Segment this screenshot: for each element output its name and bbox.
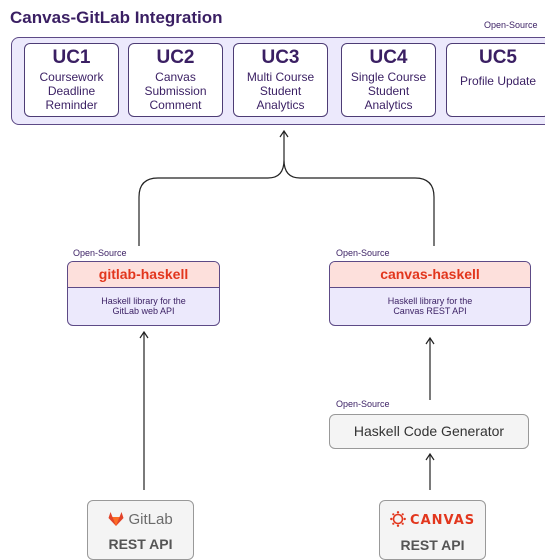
arrow-head-up <box>139 330 149 339</box>
use-case-text: Multi Course Student Analytics <box>246 70 315 112</box>
use-case-text: Single Course Student Analytics <box>350 70 427 112</box>
diagram-title: Canvas-GitLab Integration <box>10 8 223 27</box>
bracket-connector <box>138 159 435 246</box>
rest-api-label: REST API <box>108 536 173 552</box>
desc-line: Haskell library for the <box>387 296 473 306</box>
rest-api-label: REST API <box>400 537 465 553</box>
use-case-uc3: UC3 Multi Course Student Analytics <box>233 43 328 117</box>
use-case-text: Canvas Submission Comment <box>144 70 207 112</box>
desc-line: GitLab web API <box>112 306 175 316</box>
arrow-head-up <box>279 129 289 138</box>
gitlab-haskell-box: gitlab-haskell Haskell library for the G… <box>67 261 220 326</box>
library-name: canvas-haskell <box>330 262 530 288</box>
gitlab-brand: GitLab <box>88 511 193 529</box>
open-source-tag-generator: Open-Source <box>336 399 390 409</box>
use-case-id: UC3 <box>261 47 300 68</box>
canvas-brand-text: CANVAS <box>410 513 476 528</box>
library-name: gitlab-haskell <box>68 262 219 288</box>
canvas-rest-api-box: CANVAS REST API <box>379 500 486 560</box>
open-source-tag-gitlab: Open-Source <box>73 248 127 258</box>
arrow-head-up <box>425 336 435 345</box>
use-case-id: UC1 <box>52 47 91 68</box>
use-case-id: UC5 <box>478 47 517 68</box>
gitlab-fox-icon <box>108 512 124 526</box>
canvas-brand: CANVAS <box>380 511 485 530</box>
use-case-uc1: UC1 Coursework Deadline Reminder <box>24 43 119 117</box>
use-case-text: Profile Update <box>459 74 537 88</box>
gitlab-brand-text: GitLab <box>128 511 173 528</box>
gitlab-rest-api-box: GitLab REST API <box>87 500 194 560</box>
desc-line: Haskell library for the <box>101 296 186 306</box>
open-source-tag-top: Open-Source <box>484 20 538 30</box>
desc-line: Canvas REST API <box>393 306 467 316</box>
canvas-haskell-box: canvas-haskell Haskell library for the C… <box>329 261 531 326</box>
use-case-uc4: UC4 Single Course Student Analytics <box>341 43 436 117</box>
library-description: Haskell library for the GitLab web API <box>68 296 219 316</box>
use-case-text: Coursework Deadline Reminder <box>39 70 104 112</box>
canvas-logo-icon <box>389 511 406 527</box>
use-case-uc2: UC2 Canvas Submission Comment <box>128 43 223 117</box>
haskell-code-generator-box: Haskell Code Generator <box>329 414 529 449</box>
use-case-id: UC2 <box>156 47 195 68</box>
library-description: Haskell library for the Canvas REST API <box>330 296 530 316</box>
use-case-id: UC4 <box>369 47 408 68</box>
use-case-uc5: UC5 Profile Update <box>446 43 545 117</box>
arrow-head-up <box>425 452 435 461</box>
open-source-tag-canvas: Open-Source <box>336 248 390 258</box>
